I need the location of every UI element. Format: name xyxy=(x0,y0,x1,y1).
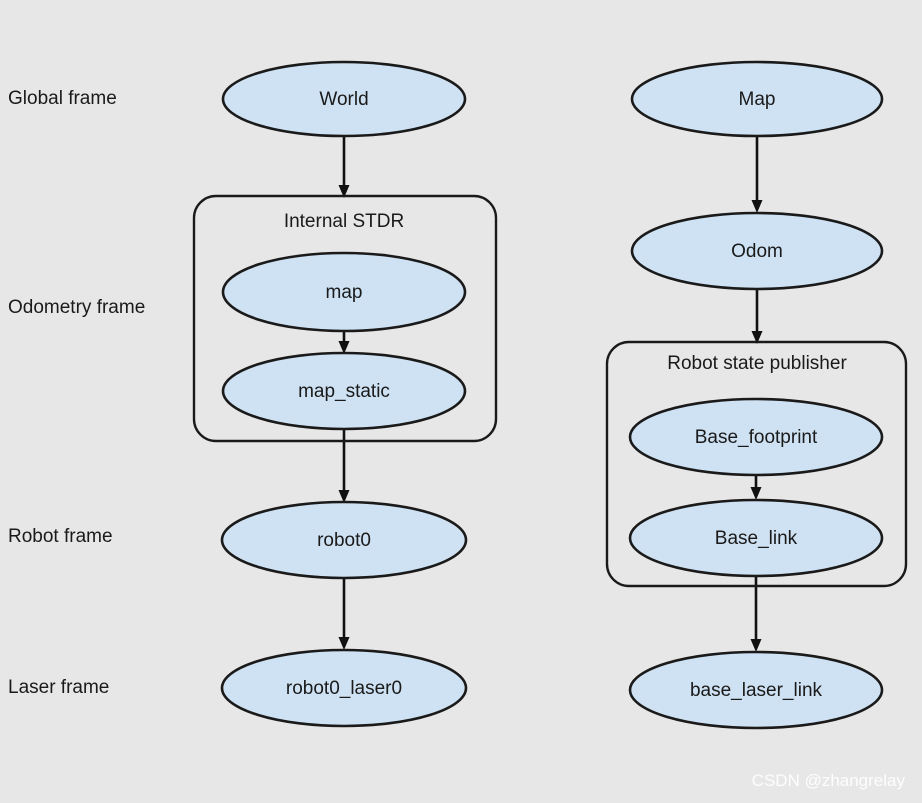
node-shape[interactable] xyxy=(221,60,467,138)
arrowhead-icon xyxy=(338,341,350,354)
node-shape[interactable] xyxy=(221,251,467,333)
edge-map-to-odom xyxy=(751,137,763,213)
node-base_laser_link[interactable]: base_laser_link xyxy=(628,650,884,730)
edge-map-to-map_static xyxy=(338,331,350,354)
arrowhead-icon xyxy=(750,487,762,500)
arrowhead-icon xyxy=(750,639,762,652)
node-label: map_static xyxy=(298,381,390,402)
edge-footprint-to-baselink xyxy=(750,476,762,500)
csdn-watermark: CSDN @zhangrelay xyxy=(752,771,906,790)
edge-odom-to-rsp xyxy=(751,289,763,344)
arrowhead-icon xyxy=(338,185,350,198)
group-label: Internal STDR xyxy=(284,211,404,232)
arrowhead-icon xyxy=(338,490,350,503)
node-label: robot0 xyxy=(317,530,371,551)
node-label: base_laser_link xyxy=(690,680,823,701)
node-odom[interactable]: Odom xyxy=(630,211,884,291)
row-label-4: Laser frame xyxy=(8,677,109,698)
node-label: Map xyxy=(739,89,776,110)
arrowhead-icon xyxy=(751,200,763,213)
arrowhead-icon xyxy=(338,637,350,650)
node-base_link[interactable]: Base_link xyxy=(628,498,884,578)
arrowhead-icon xyxy=(751,331,763,344)
nodes: World map map_static robot0 robot0_laser0 Map… xyxy=(220,60,884,730)
edge-world-to-stdr xyxy=(338,137,350,198)
node-robot0_laser0[interactable]: robot0_laser0 xyxy=(220,648,468,728)
node-shape[interactable] xyxy=(220,500,468,580)
node-label: World xyxy=(319,89,368,110)
group-label: Robot state publisher xyxy=(667,353,847,374)
node-map_static[interactable]: map_static xyxy=(221,351,467,431)
group-robot-state-publisher: Robot state publisher xyxy=(605,340,908,588)
group-label-backdrop xyxy=(249,209,439,235)
node-shape[interactable] xyxy=(630,211,884,291)
node-label: Base_link xyxy=(715,528,798,549)
node-label: robot0_laser0 xyxy=(286,678,402,699)
node-label: map xyxy=(326,282,363,303)
row-label-2: Odometry frame xyxy=(8,297,145,318)
row-label-3: Robot frame xyxy=(8,526,113,547)
group-border xyxy=(605,340,908,588)
node-map[interactable]: map xyxy=(221,251,467,333)
group-internal-stdr: Internal STDR xyxy=(192,194,498,443)
node-shape[interactable] xyxy=(221,351,467,431)
node-world[interactable]: World xyxy=(221,60,467,138)
node-map_right[interactable]: Map xyxy=(630,60,884,138)
edge-rsp-to-laserlink xyxy=(750,577,762,652)
node-label: Odom xyxy=(731,241,783,262)
group-label-backdrop xyxy=(662,351,852,377)
node-label: Base_footprint xyxy=(695,427,818,448)
node-shape[interactable] xyxy=(628,498,884,578)
node-shape[interactable] xyxy=(220,648,468,728)
row-label-1: Global frame xyxy=(8,88,117,109)
node-shape[interactable] xyxy=(628,397,884,477)
node-base_footprint[interactable]: Base_footprint xyxy=(628,397,884,477)
node-shape[interactable] xyxy=(628,650,884,730)
node-robot0[interactable]: robot0 xyxy=(220,500,468,580)
group-border xyxy=(192,194,498,443)
edges xyxy=(338,137,763,652)
node-shape[interactable] xyxy=(630,60,884,138)
group-containers: Internal STDR Robot state publisher xyxy=(192,194,908,588)
edge-robot0-to-laser0 xyxy=(338,578,350,650)
